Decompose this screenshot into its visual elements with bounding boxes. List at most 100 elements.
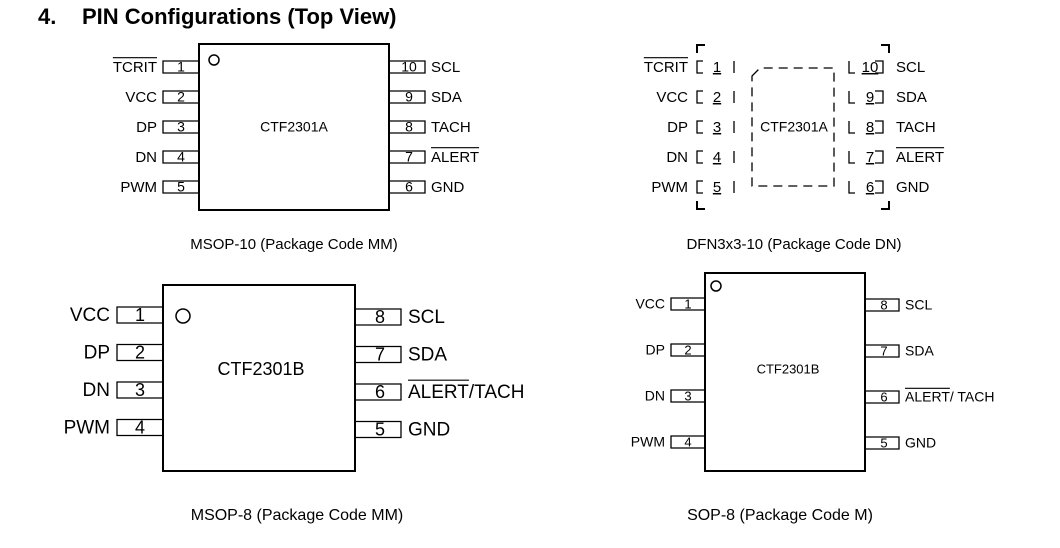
pin-9: 9 SDA	[848, 89, 927, 106]
pin-4: 4DN	[666, 149, 735, 166]
pin-name: DN	[645, 388, 665, 404]
pin-number: 9	[866, 89, 874, 106]
pin-name: VCC	[635, 296, 665, 312]
pin-number: 3	[135, 380, 145, 400]
pin-name: GND	[431, 179, 465, 196]
pin-number: 2	[177, 89, 185, 105]
section-title: PIN Configurations (Top View)	[82, 4, 397, 29]
pin-lead	[389, 180, 426, 194]
pin-number: 1	[135, 305, 145, 325]
pin-number: 7	[880, 343, 887, 358]
pin-number: 6	[405, 179, 413, 195]
pin-6: 6 GND	[389, 179, 465, 196]
pin-name: GND	[408, 420, 450, 441]
pin-lead	[389, 90, 426, 104]
pin-number: 2	[135, 342, 145, 362]
pin-name: DP	[646, 342, 665, 358]
pin-name: SCL	[896, 59, 925, 76]
pin-name: SCL	[408, 307, 445, 328]
pin-name: PWM	[120, 179, 157, 196]
pin-name: DP	[136, 119, 157, 136]
pin-number: 4	[177, 149, 185, 165]
pin-lead	[355, 308, 402, 326]
pin-name: DP	[667, 119, 688, 136]
pin-lead	[865, 298, 900, 312]
pin-number: 7	[375, 344, 385, 364]
pin-lead	[355, 383, 402, 401]
pin-4: 4 PWM	[64, 417, 163, 439]
pin-number: 5	[177, 179, 185, 195]
pin-number: 6	[375, 382, 385, 402]
pin-number: 1	[177, 59, 185, 75]
pin-name: VCC	[70, 305, 110, 326]
pin-number: 4	[684, 434, 691, 449]
pin-lead	[670, 389, 705, 403]
pin-name: VCC	[656, 89, 688, 106]
pad-edge	[875, 120, 884, 134]
section-heading: 4. PIN Configurations (Top View)	[38, 4, 397, 30]
pin-1: 1 TCRIT	[113, 57, 199, 76]
chip-name: CTF2301B	[757, 361, 820, 376]
package-caption: MSOP-10 (Package Code MM)	[190, 236, 398, 253]
pin-lead	[670, 297, 705, 311]
pad-bracket	[696, 60, 703, 74]
pin-name: TCRIT	[113, 59, 157, 76]
pad-bracket	[696, 180, 703, 194]
pin-name: DN	[135, 149, 157, 166]
pad-bracket	[696, 120, 703, 134]
pad-edge	[875, 90, 884, 104]
pin-number: 6	[880, 389, 887, 404]
package-outline-corner	[696, 44, 705, 53]
pin-name: TCRIT	[644, 59, 688, 76]
pin-lead	[389, 120, 426, 134]
pin-2: 2DP	[84, 342, 163, 364]
pin-number: 5	[880, 435, 887, 450]
pad-bracket	[848, 151, 855, 164]
pin-number: 8	[880, 297, 887, 312]
pin-name: ALERT	[431, 149, 479, 166]
pin-5: 5 PWM	[120, 179, 199, 196]
pin-number: 7	[866, 149, 874, 166]
pin-1: 1 VCC	[635, 296, 705, 312]
chip-body	[162, 284, 356, 472]
pin-number: 4	[713, 149, 721, 166]
pin-name: TACH	[896, 119, 936, 136]
pin-3: 3DN	[645, 388, 705, 404]
pad-bracket	[696, 90, 703, 104]
pin-lead	[865, 390, 900, 404]
pin-lead	[116, 418, 163, 437]
pin-name: SCL	[905, 297, 932, 313]
section-number: 4.	[38, 4, 57, 29]
pad-edge	[875, 60, 884, 74]
pin-name: SCL	[431, 59, 460, 76]
package-caption: MSOP-8 (Package Code MM)	[191, 507, 404, 524]
pin-name: ALERT/ TACH	[905, 389, 994, 405]
pin-number: 4	[135, 417, 145, 437]
pin-name: SDA	[896, 89, 927, 106]
pin-lead	[162, 120, 199, 134]
pin-name: PWM	[64, 418, 110, 439]
pin-lead	[162, 90, 199, 104]
pin-number: 1	[684, 296, 691, 311]
pin-name: DN	[83, 380, 110, 401]
chip-name: CTF2301A	[260, 119, 328, 135]
pin-lead	[355, 420, 402, 439]
